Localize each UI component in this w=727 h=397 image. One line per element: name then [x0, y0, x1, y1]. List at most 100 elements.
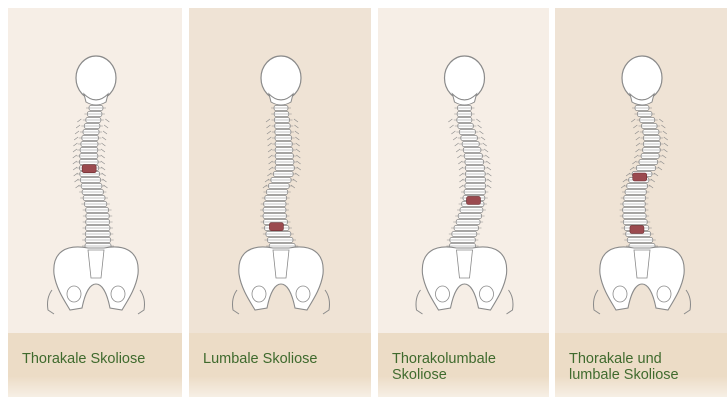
skull: [261, 56, 301, 105]
vertebra: [83, 214, 112, 219]
caption-line: Lumbale Skoliose: [203, 351, 371, 367]
vertebra: [458, 136, 481, 141]
vertebral-column: [73, 106, 114, 249]
vertebra: [272, 124, 294, 129]
vertebra: [82, 232, 113, 237]
vertebra: [620, 202, 648, 207]
vertebra: [462, 160, 487, 165]
scoliosis-panel-lumbar: Lumbale Skoliose: [189, 8, 371, 397]
vertebra: [81, 124, 103, 129]
affected-vertebra: [633, 173, 647, 181]
vertebra: [265, 184, 292, 189]
vertebra: [272, 160, 297, 165]
vertebra: [271, 106, 291, 111]
affected-vertebra: [269, 223, 283, 231]
vertebra: [80, 196, 108, 201]
vertebra: [620, 214, 649, 219]
skeleton-illustration: [8, 8, 182, 333]
vertebra: [84, 112, 105, 117]
vertebra: [453, 220, 483, 225]
vertebra: [272, 142, 295, 147]
vertebra: [271, 118, 292, 123]
figure-area: [555, 8, 727, 333]
vertebra: [78, 142, 101, 147]
vertebra: [83, 220, 113, 225]
vertebra: [455, 214, 484, 219]
skull: [76, 56, 116, 105]
vertebra: [632, 106, 652, 111]
vertebra: [79, 190, 106, 195]
vertebra: [461, 154, 485, 159]
pelvis: [594, 247, 691, 314]
vertebra: [624, 238, 655, 243]
vertebra: [261, 202, 289, 207]
vertebra: [262, 196, 290, 201]
vertebra: [272, 166, 297, 171]
vertebra: [77, 154, 101, 159]
vertebra: [462, 184, 489, 189]
vertebra: [622, 190, 649, 195]
vertebra: [263, 232, 294, 237]
vertebra: [264, 238, 295, 243]
vertebra: [451, 226, 481, 231]
vertebra: [620, 208, 649, 213]
vertebra: [456, 130, 478, 135]
vertebra: [83, 226, 113, 231]
vertebra: [79, 136, 102, 141]
vertebra: [454, 118, 475, 123]
pelvis: [416, 247, 513, 314]
vertebra: [455, 124, 477, 129]
caption-area: Lumbale Skoliose: [189, 333, 371, 397]
vertebra: [640, 136, 663, 141]
scoliosis-panel-thoracic: Thorakale Skoliose: [8, 8, 182, 397]
vertebra: [83, 208, 112, 213]
skeleton-illustration: [555, 8, 727, 333]
panel-caption: Lumbale Skoliose: [203, 351, 371, 367]
vertebra: [640, 142, 663, 147]
vertebra: [78, 184, 105, 189]
vertebra: [260, 214, 289, 219]
scoliosis-panel-double: Thorakale undlumbale Skoliose: [555, 8, 727, 397]
caption-line: Skoliose: [392, 367, 549, 383]
vertebra: [81, 202, 109, 207]
pelvis: [48, 247, 145, 314]
vertebra: [634, 112, 655, 117]
vertebra: [462, 172, 488, 177]
vertebra: [263, 190, 290, 195]
vertebra: [449, 232, 480, 237]
vertebra: [457, 208, 486, 213]
vertebra: [272, 148, 296, 153]
vertebral-column: [447, 106, 492, 249]
vertebra: [270, 172, 296, 177]
affected-vertebra: [466, 196, 480, 204]
vertebra: [268, 178, 294, 183]
vertebra: [271, 112, 292, 117]
vertebra: [624, 184, 651, 189]
vertebra: [260, 208, 289, 213]
caption-line: Thorakolumbale: [392, 351, 549, 367]
vertebra: [633, 166, 658, 171]
vertebra: [272, 136, 295, 141]
vertebra: [77, 178, 103, 183]
figure-area: [8, 8, 182, 333]
skeleton-illustration: [189, 8, 371, 333]
vertebra: [621, 196, 649, 201]
vertebra: [620, 220, 650, 225]
caption-area: Thorakale Skoliose: [8, 333, 182, 397]
vertebra: [461, 190, 488, 195]
vertebra: [636, 160, 661, 165]
affected-vertebra: [630, 225, 644, 233]
skeleton-illustration: [378, 8, 549, 333]
figure-area: [189, 8, 371, 333]
vertebra: [272, 130, 294, 135]
skull: [622, 56, 662, 105]
panel-caption: Thorakale Skoliose: [22, 351, 182, 367]
vertebra: [80, 130, 102, 135]
vertebra: [459, 142, 482, 147]
skull: [445, 56, 485, 105]
vertebra: [637, 118, 658, 123]
